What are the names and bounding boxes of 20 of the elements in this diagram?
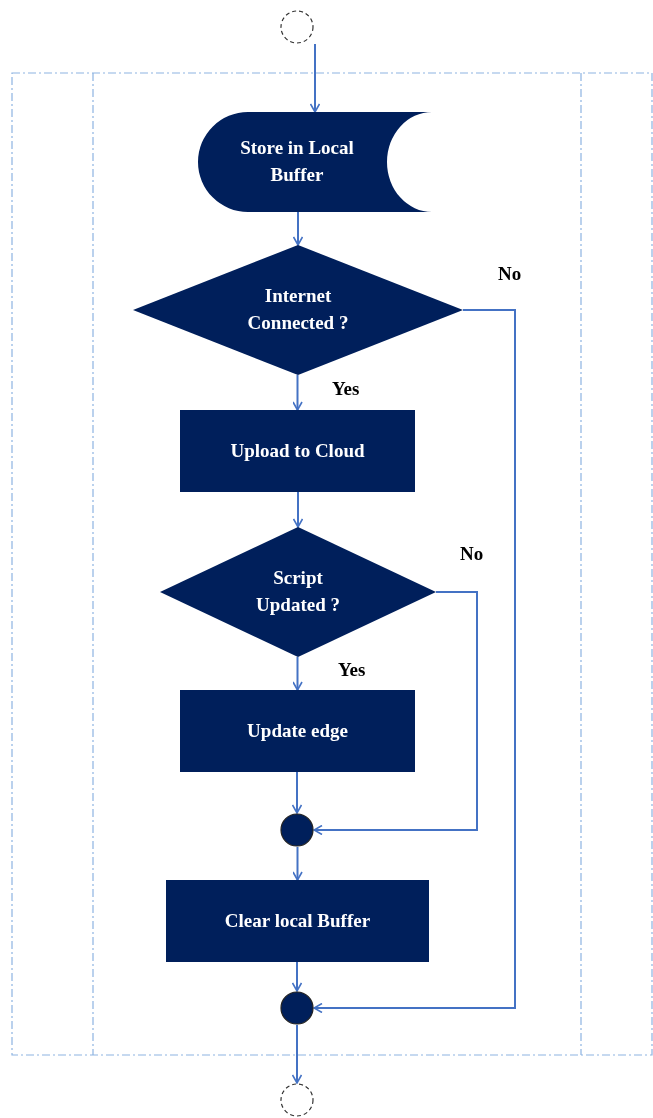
arrow bbox=[292, 491, 304, 528]
arrow bbox=[291, 961, 303, 992]
process-box: Update edge bbox=[180, 690, 415, 772]
process-box: Upload to Cloud bbox=[180, 410, 415, 492]
decision-diamond: Internet Connected ? bbox=[133, 245, 463, 375]
arrow bbox=[292, 846, 303, 881]
arrow bbox=[291, 1024, 303, 1084]
arrow bbox=[292, 656, 303, 691]
arrow bbox=[309, 43, 321, 113]
terminal-circle bbox=[280, 1083, 314, 1117]
decision-diamond: Script Updated ? bbox=[160, 527, 436, 657]
arrow bbox=[291, 771, 303, 814]
terminal-circle bbox=[280, 10, 314, 44]
arrow bbox=[292, 374, 303, 411]
arrow bbox=[313, 309, 516, 1014]
junction-circle bbox=[280, 991, 314, 1025]
arrow bbox=[313, 591, 478, 836]
arrow bbox=[292, 211, 304, 246]
process-box: Clear local Buffer bbox=[166, 880, 429, 962]
junction-circle bbox=[280, 813, 314, 847]
